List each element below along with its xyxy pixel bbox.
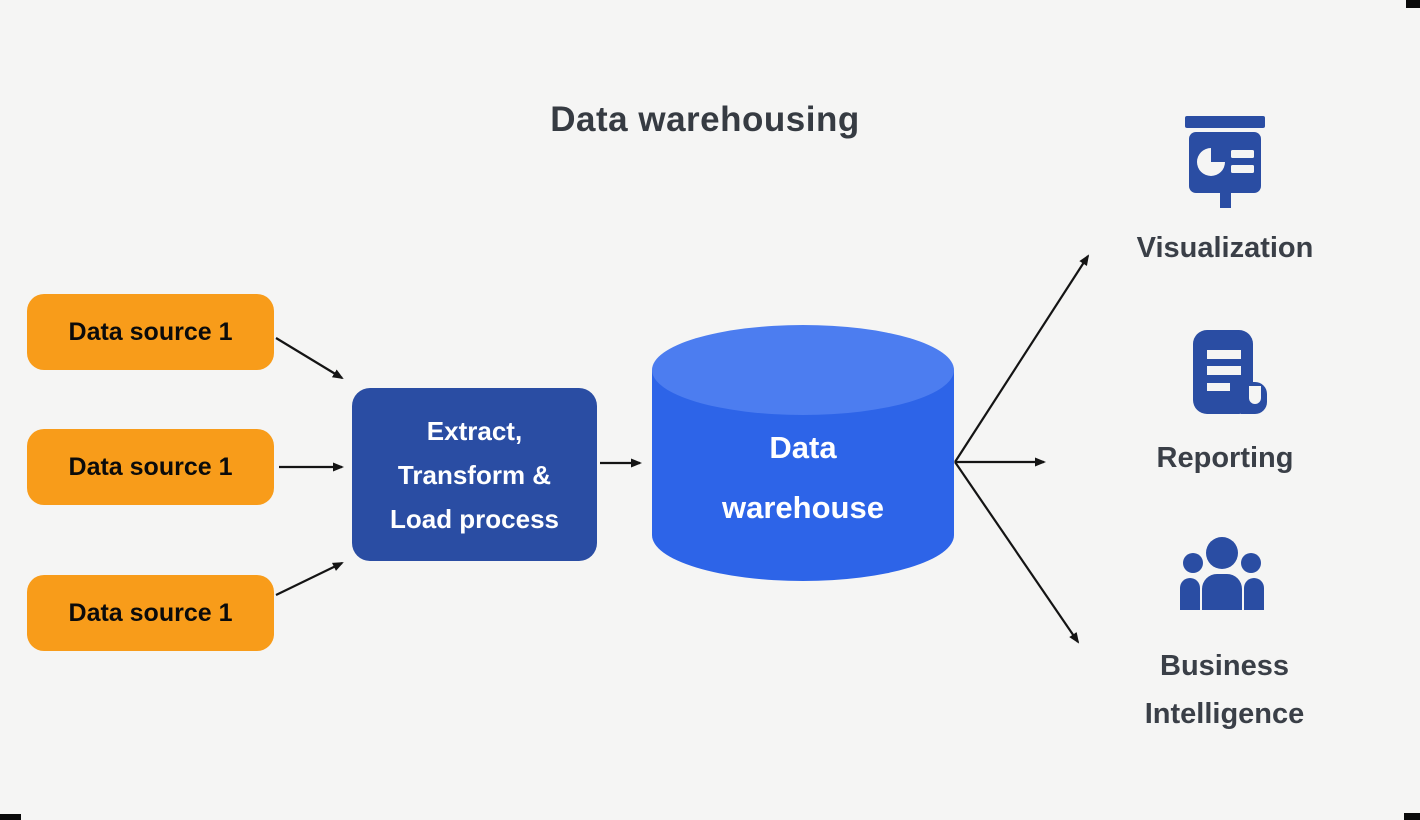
pie-glyph: [1197, 148, 1225, 176]
data-source-box-1: Data source 1: [27, 294, 274, 370]
output-label-business-intelligence: Business Intelligence: [1144, 650, 1305, 730]
arrow-source1-to-etl: [275, 337, 344, 380]
output-label-visualization: Visualization: [1136, 232, 1314, 264]
database-cylinder-icon: [652, 325, 954, 581]
data-source-label: Data source 1: [68, 452, 233, 481]
data-source-box-3: Data source 1: [27, 575, 274, 651]
etl-process-box: Extract, Transform & Load process: [352, 388, 597, 561]
etl-line-3: Load process: [389, 503, 560, 534]
output-label-reporting: Reporting: [1156, 442, 1294, 474]
warehouse-label: Data warehouse: [650, 418, 956, 538]
etl-line-1: Extract,: [426, 415, 523, 446]
data-source-label: Data source 1: [68, 317, 233, 346]
data-source-box-2: Data source 1: [27, 429, 274, 505]
diagram-title: Data warehousing: [550, 100, 860, 139]
corner-mark-bottom-left: [0, 814, 21, 820]
presentation-chart-icon: [1185, 116, 1265, 208]
corner-mark-top-right: [1406, 0, 1420, 8]
people-group-icon: [1180, 537, 1264, 610]
warehouse-line-1: Data: [769, 430, 837, 465]
etl-line-2: Transform &: [397, 459, 552, 490]
corner-mark-bottom-right: [1404, 813, 1420, 820]
warehouse-line-2: warehouse: [722, 490, 884, 525]
report-scroll-icon: [1193, 330, 1267, 414]
data-source-label: Data source 1: [68, 598, 233, 627]
arrow-warehouse-to-visualization: [954, 254, 1090, 463]
arrow-source3-to-etl: [275, 562, 344, 596]
arrow-warehouse-to-bi: [954, 461, 1080, 644]
